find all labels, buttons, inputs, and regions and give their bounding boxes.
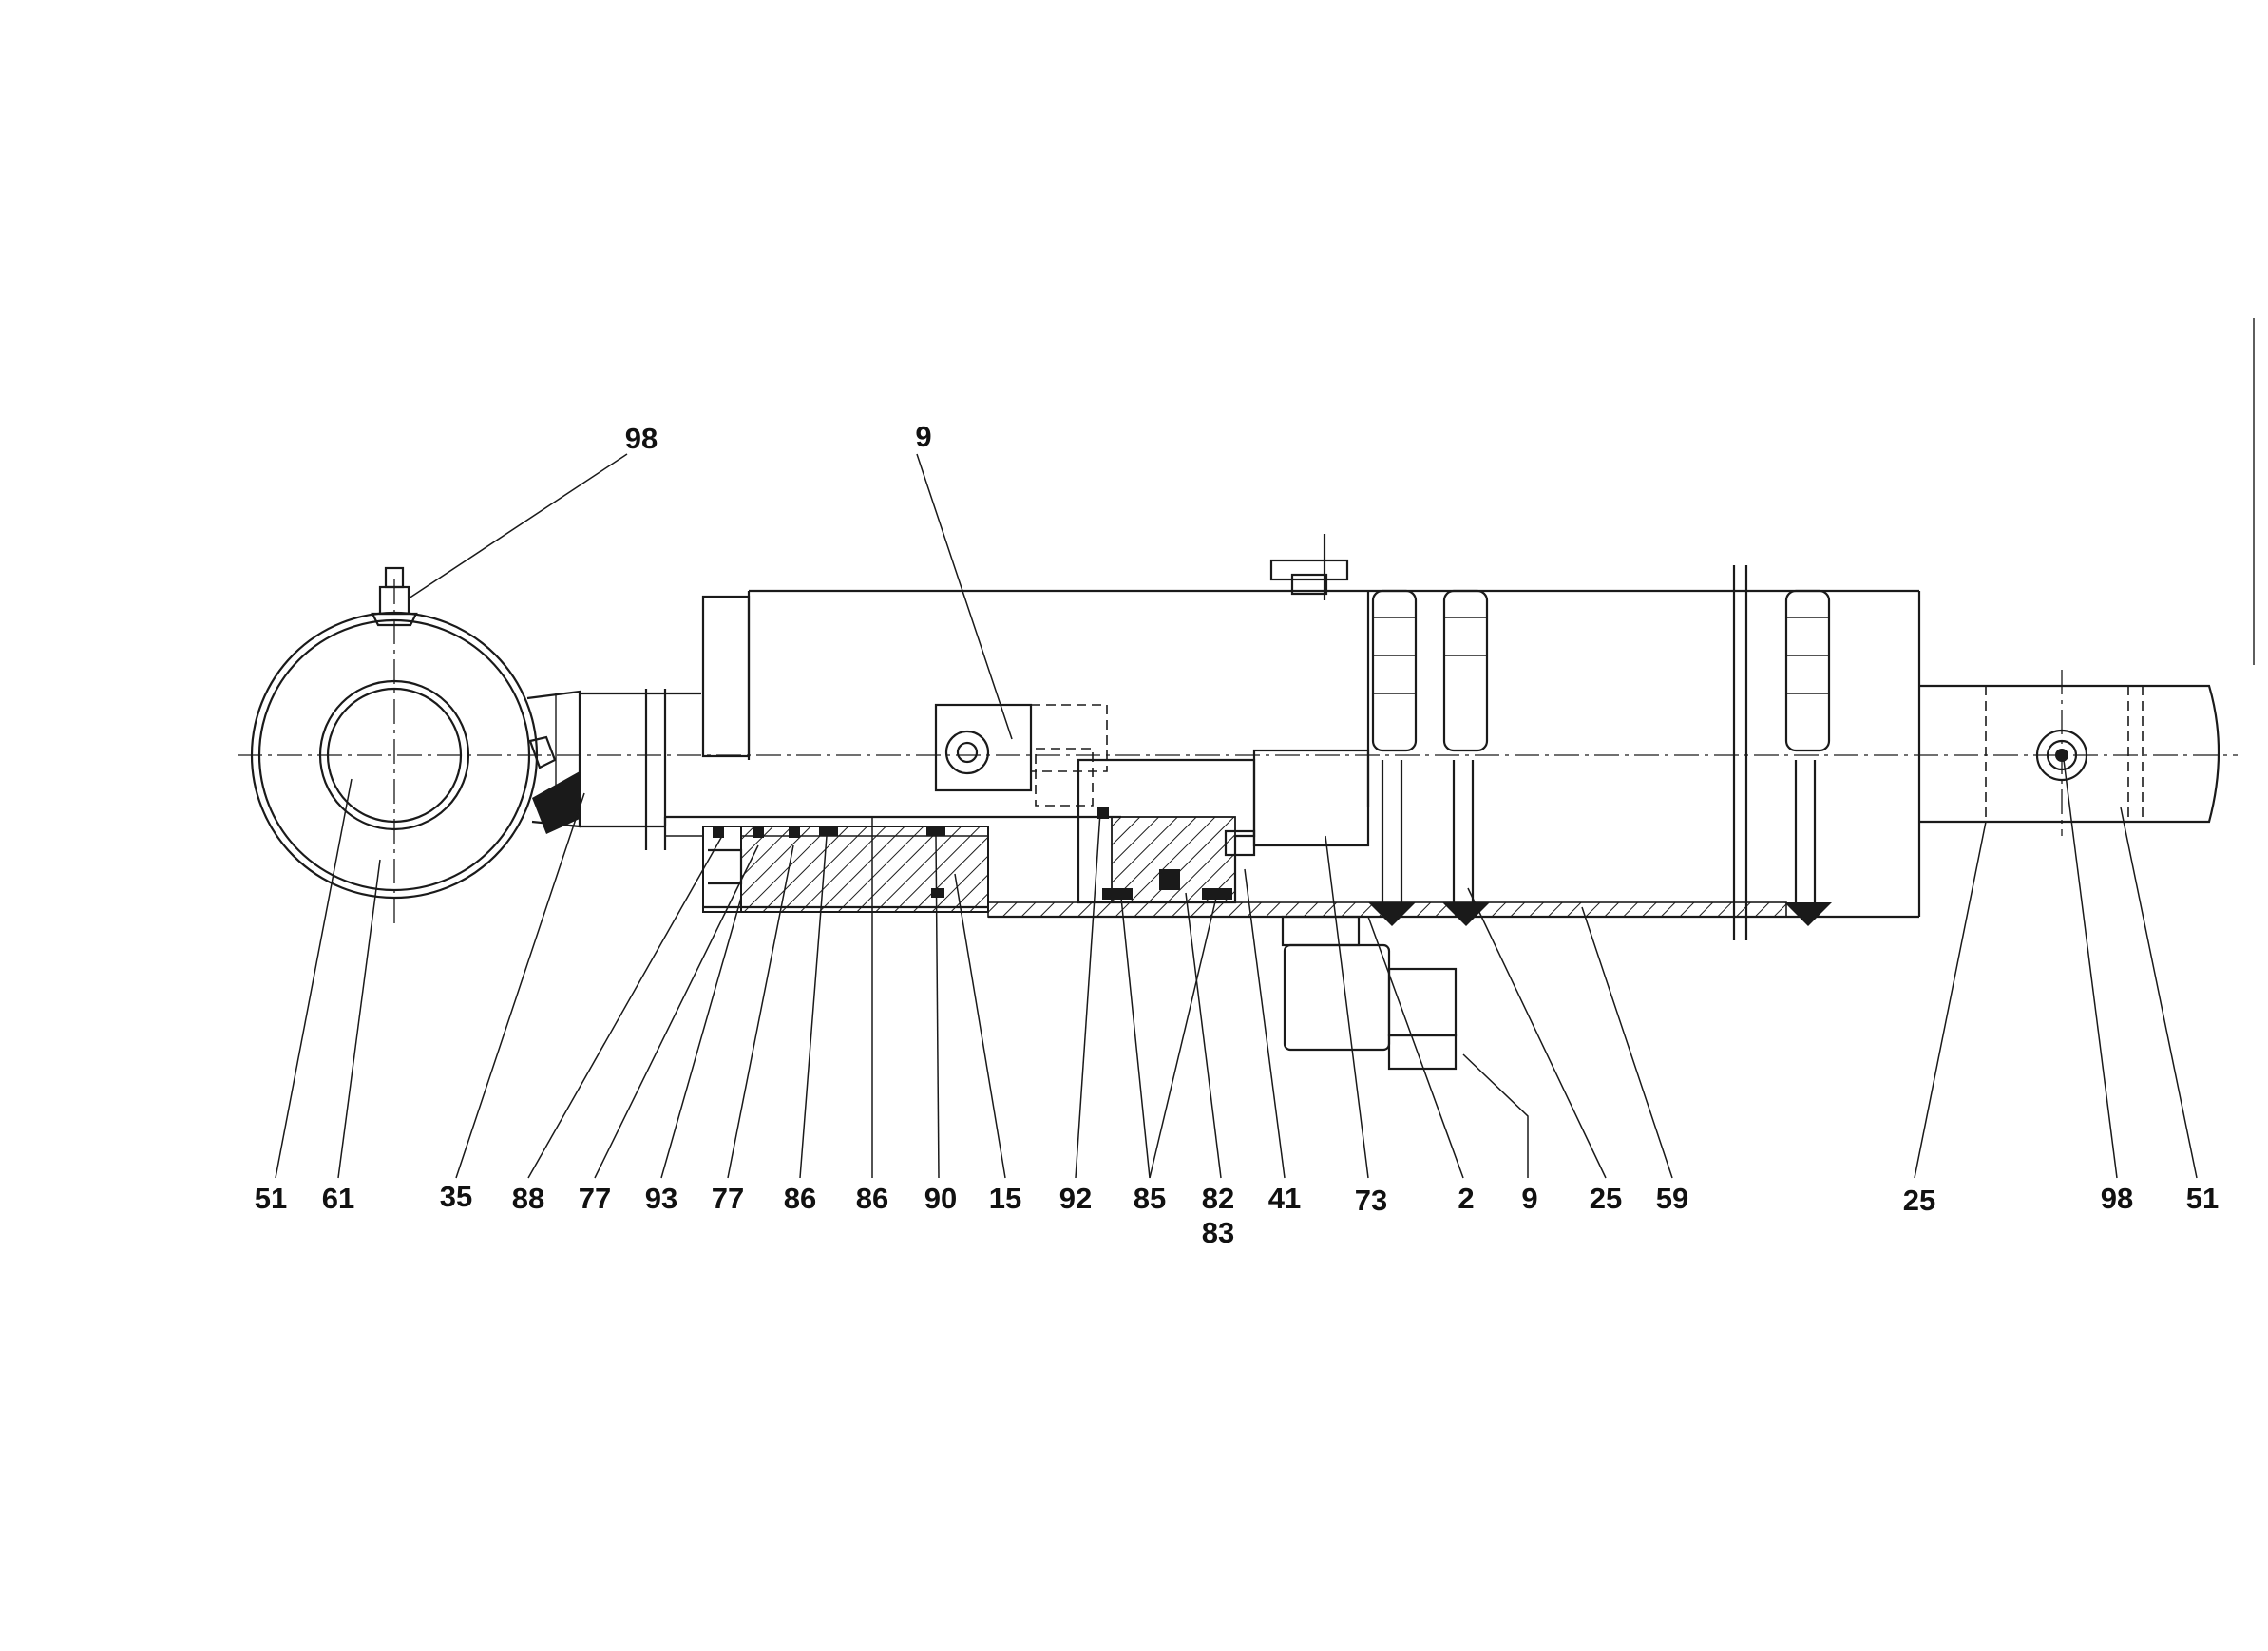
piston-rod — [580, 689, 1121, 850]
callout-41: 41 — [1268, 1182, 1301, 1215]
callout-35: 35 — [440, 1180, 472, 1213]
callout-86-b: 86 — [856, 1182, 888, 1215]
callout-93: 93 — [645, 1182, 677, 1215]
callout-15: 15 — [989, 1182, 1021, 1215]
port-fitting-bottom — [1281, 915, 1458, 1071]
callout-90: 90 — [924, 1182, 957, 1215]
callout-61: 61 — [322, 1182, 354, 1215]
piston — [1077, 749, 1370, 904]
callout-25-b: 25 — [1903, 1184, 1935, 1217]
cylinder-barrel — [749, 565, 1921, 940]
weld-left — [532, 771, 580, 834]
callout-88: 88 — [512, 1182, 544, 1215]
weld-clip-left — [528, 735, 557, 769]
callout-77-b: 77 — [712, 1182, 744, 1215]
port-fitting-top — [1269, 534, 1349, 600]
callout-2: 2 — [1458, 1182, 1474, 1215]
rod-seals — [713, 826, 945, 898]
callout-9-bottom: 9 — [1521, 1182, 1537, 1215]
callout-51-right: 51 — [2186, 1182, 2219, 1215]
callout-82: 82 — [1202, 1182, 1234, 1215]
leader-lines — [275, 453, 2198, 1179]
callout-98-top: 98 — [625, 422, 658, 455]
callout-9-top: 9 — [915, 420, 931, 453]
callout-59: 59 — [1656, 1182, 1688, 1215]
callout-92: 92 — [1059, 1182, 1092, 1215]
callout-25-a: 25 — [1590, 1182, 1622, 1215]
callout-73: 73 — [1355, 1184, 1387, 1217]
callout-51-left: 51 — [255, 1182, 287, 1215]
callout-98-bottom: 98 — [2101, 1182, 2133, 1215]
callout-86-a: 86 — [784, 1182, 816, 1215]
valve-block — [934, 703, 1108, 807]
callout-labels: 98 9 51 61 35 88 77 93 77 86 86 90 15 92… — [255, 420, 2219, 1249]
centerlines — [238, 579, 2238, 926]
callout-77-a: 77 — [579, 1182, 611, 1215]
callout-83: 83 — [1202, 1216, 1234, 1249]
callout-85: 85 — [1134, 1182, 1166, 1215]
